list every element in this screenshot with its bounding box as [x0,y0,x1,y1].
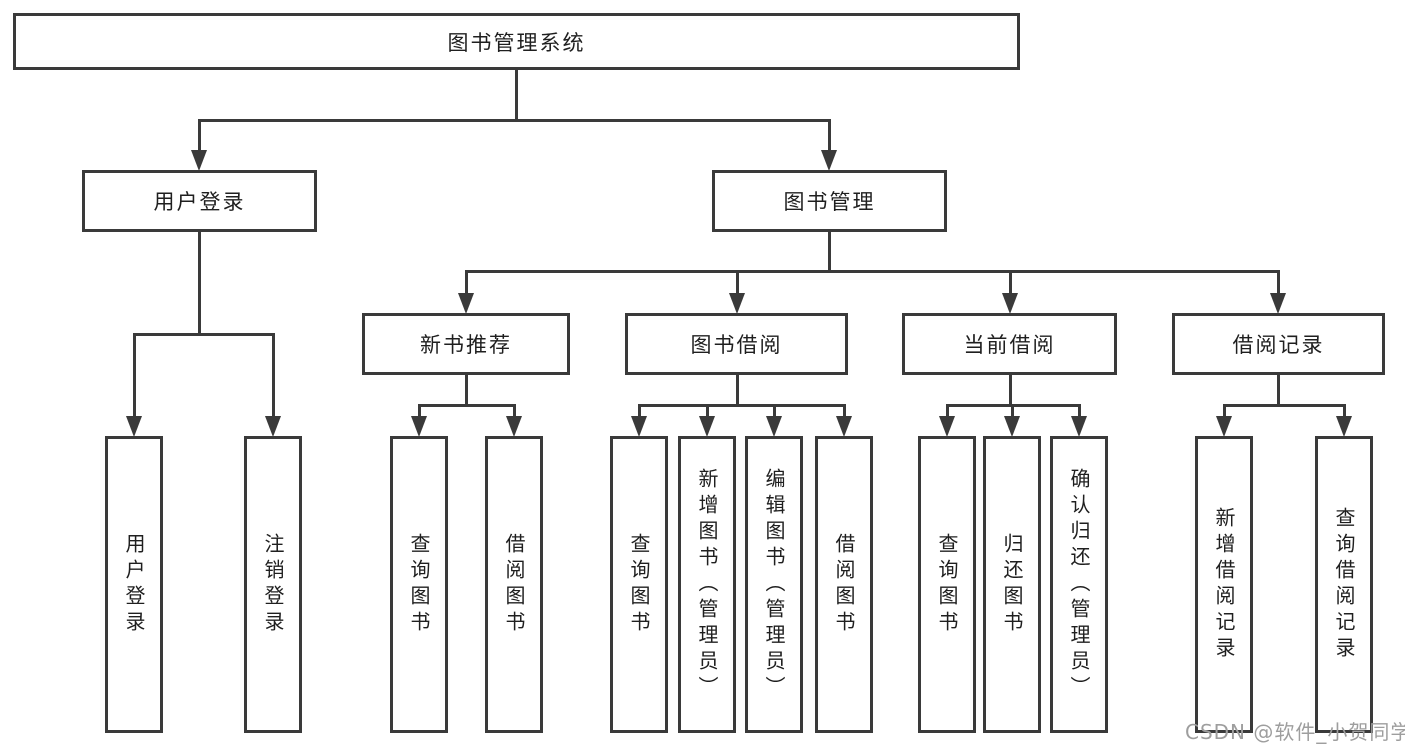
connector-line [638,404,641,418]
connector-line [773,404,776,418]
leaf-search-books-current: 查询图书 [918,436,976,733]
leaf-label: 借阅图书 [502,532,526,637]
arrowhead-down [458,293,474,314]
leaf-label: 新增图书（管理员） [695,467,719,702]
connector-line [736,375,739,407]
connector-line [465,270,1280,273]
node-label: 当前借阅 [963,333,1056,357]
connector-line [706,404,709,418]
leaf-label: 归还图书 [1000,532,1024,637]
leaf-edit-books-admin: 编辑图书（管理员） [745,436,803,733]
leaf-add-books-admin: 新增图书（管理员） [678,436,736,733]
connector-line [828,119,831,152]
connector-line [1277,375,1280,407]
arrowhead-down [1071,416,1087,437]
connector-line [133,333,136,418]
arrowhead-down [699,416,715,437]
connector-line [843,404,846,418]
leaf-label: 借阅图书 [832,532,856,637]
node-new-book-recommendation: 新书推荐 [362,313,570,375]
leaf-return-books: 归还图书 [983,436,1041,733]
connector-line [1009,270,1012,295]
node-borrowing-records: 借阅记录 [1172,313,1385,375]
leaf-confirm-return-admin: 确认归还（管理员） [1050,436,1108,733]
arrowhead-down [836,416,852,437]
node-label: 用户登录 [153,190,246,214]
connector-line [272,333,275,418]
leaf-label: 查询借阅记录 [1332,506,1356,663]
connector-line [465,270,468,295]
node-label: 图书管理系统 [447,30,586,55]
leaf-search-books-borrowing: 查询图书 [610,436,668,733]
leaf-label: 确认归还（管理员） [1067,467,1091,702]
connector-line [1009,375,1012,407]
arrowhead-down [1270,293,1286,314]
connector-line [198,119,201,152]
connector-line [1011,404,1014,418]
connector-line [418,404,516,407]
arrowhead-down [766,416,782,437]
node-book-borrowing: 图书借阅 [625,313,848,375]
node-user-login: 用户登录 [82,170,317,232]
leaf-logout-login: 注销登录 [244,436,302,733]
arrowhead-down [1216,416,1232,437]
node-library-management-system: 图书管理系统 [13,13,1020,70]
leaf-label: 查询图书 [407,532,431,637]
connector-line [513,404,516,418]
leaf-borrow-books-recommend: 借阅图书 [485,436,543,733]
arrowhead-down [411,416,427,437]
connector-line [828,232,831,272]
leaf-label: 编辑图书（管理员） [762,467,786,702]
leaf-label: 查询图书 [935,532,959,637]
arrowhead-down [821,150,837,171]
connector-line [736,270,739,295]
leaf-label: 用户登录 [122,532,146,637]
connector-line [133,333,275,336]
arrowhead-down [939,416,955,437]
connector-line [1223,404,1226,418]
arrowhead-down [265,416,281,437]
node-label: 新书推荐 [420,333,512,357]
connector-line [465,375,468,407]
arrowhead-down [1336,416,1352,437]
node-current-borrowing: 当前借阅 [902,313,1117,375]
connector-line [418,404,421,418]
leaf-search-borrow-record: 查询借阅记录 [1315,436,1373,733]
connector-line [1078,404,1081,418]
leaf-search-books-recommend: 查询图书 [390,436,448,733]
connector-line [1223,404,1346,407]
leaf-add-borrow-record: 新增借阅记录 [1195,436,1253,733]
node-label: 图书借阅 [690,333,783,357]
arrowhead-down [729,293,745,314]
leaf-borrow-books: 借阅图书 [815,436,873,733]
connector-line [638,404,846,407]
node-label: 借阅记录 [1232,333,1325,357]
arrowhead-down [1004,416,1020,437]
node-book-management: 图书管理 [712,170,947,232]
connector-line [1277,270,1280,295]
arrowhead-down [126,416,142,437]
leaf-label: 新增借阅记录 [1212,506,1236,663]
leaf-user-login: 用户登录 [105,436,163,733]
connector-line [1343,404,1346,418]
leaf-label: 注销登录 [261,532,285,637]
arrowhead-down [191,150,207,171]
connector-line [946,404,949,418]
connector-line [198,232,201,336]
arrowhead-down [631,416,647,437]
leaf-label: 查询图书 [627,532,651,637]
connector-line [515,70,518,120]
arrowhead-down [506,416,522,437]
node-label: 图书管理 [783,190,876,214]
csdn-watermark: CSDN @软件_小贺同学 [1185,720,1405,744]
arrowhead-down [1002,293,1018,314]
connector-line [198,119,831,122]
